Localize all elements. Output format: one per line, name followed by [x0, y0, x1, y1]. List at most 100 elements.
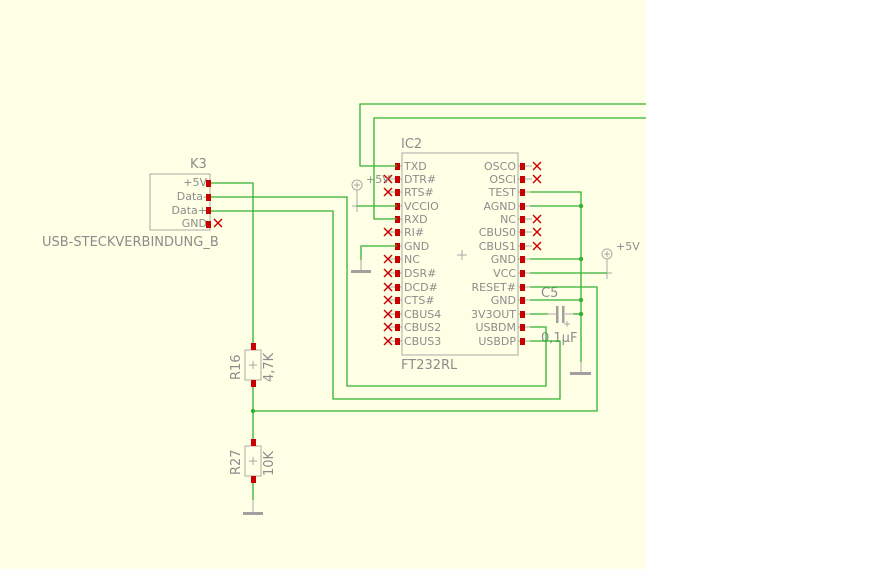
c5-value: 0,1µF — [541, 331, 577, 346]
r27-value: 10K — [262, 450, 277, 476]
pin-cbus3: CBUS3 — [388, 335, 441, 348]
svg-text:DSR#: DSR# — [404, 267, 436, 280]
nc-marker — [383, 174, 393, 184]
svg-text:RTS#: RTS# — [404, 186, 434, 199]
k3-pin-gnd: GND — [182, 217, 207, 230]
pin-cbus0: CBUS0 — [479, 226, 532, 239]
pin-osco: OSCO — [484, 160, 532, 173]
wires — [211, 103, 646, 500]
svg-text:GND: GND — [491, 294, 516, 307]
pin-dsr: DSR# — [388, 267, 436, 280]
ic2-left-pins: TXD DTR# RTS# VCCIO RXD RI# GND NC DSR# … — [388, 160, 441, 348]
pin-vcc: VCC — [493, 267, 532, 280]
svg-text:AGND: AGND — [483, 200, 516, 213]
k3-name: K3 — [190, 157, 207, 172]
nc-marker — [532, 227, 542, 237]
canvas-background — [0, 0, 646, 569]
nc-marker — [213, 218, 223, 228]
svg-text:VCC: VCC — [493, 267, 516, 280]
r27-resistor[interactable]: R27 10K — [229, 439, 277, 483]
nc-marker — [532, 241, 542, 251]
ground-symbol-ic-right — [570, 362, 591, 375]
svg-text:RI#: RI# — [404, 226, 424, 239]
nc-marker — [383, 227, 393, 237]
ic2-symbol[interactable]: IC2 FT232RL — [401, 137, 519, 373]
pin-dcd: DCD# — [388, 281, 438, 294]
svg-text:VCCIO: VCCIO — [404, 200, 439, 213]
svg-text:CBUS0: CBUS0 — [479, 226, 516, 239]
svg-text:CBUS3: CBUS3 — [404, 335, 441, 348]
svg-text:GND: GND — [491, 253, 516, 266]
svg-text:NC: NC — [404, 253, 420, 266]
pin-agnd: AGND — [483, 200, 532, 213]
pin-cbus2: CBUS2 — [388, 321, 441, 334]
pin-reset: RESET# — [472, 281, 532, 294]
pin-osci: OSCI — [489, 173, 532, 186]
pin-usbdm: USBDM — [475, 321, 532, 334]
svg-text:RXD: RXD — [404, 213, 428, 226]
ground-symbol-ic-left — [351, 260, 371, 273]
svg-text:CBUS2: CBUS2 — [404, 321, 441, 334]
c5-capacitor[interactable]: C5 0,1µF — [541, 286, 577, 346]
nc-marker — [383, 336, 393, 346]
k3-pin-data-plus: Data+ — [172, 204, 207, 217]
pin-ri: RI# — [388, 226, 424, 239]
pin-nc-left: NC — [388, 253, 420, 266]
svg-text:OSCI: OSCI — [489, 173, 516, 186]
pin-cts: CTS# — [388, 294, 435, 307]
nc-marker — [383, 254, 393, 264]
svg-text:NC: NC — [500, 213, 516, 226]
svg-text:RESET#: RESET# — [472, 281, 516, 294]
nc-marker — [383, 282, 393, 292]
svg-text:DCD#: DCD# — [404, 281, 438, 294]
no-connect-markers — [213, 161, 542, 346]
pin-gnd-right-2: GND — [491, 294, 532, 307]
nc-marker — [532, 214, 542, 224]
r27-name: R27 — [229, 449, 244, 475]
supply-5v-right: +5V — [601, 240, 640, 279]
svg-text:CTS#: CTS# — [404, 294, 435, 307]
supply-label-left: +5V — [366, 173, 390, 186]
svg-text:GND: GND — [404, 240, 429, 253]
svg-text:3V3OUT: 3V3OUT — [471, 308, 516, 321]
k3-pin-data-minus: Data- — [177, 190, 207, 203]
k3-usb-connector[interactable]: K3 USB-STECKVERBINDUNG_B +5V Data- Data+… — [42, 157, 219, 250]
svg-text:CBUS1: CBUS1 — [479, 240, 516, 253]
blank-area — [646, 0, 880, 569]
svg-text:TEST: TEST — [488, 186, 517, 199]
nc-marker — [532, 161, 542, 171]
pin-test: TEST — [488, 186, 532, 199]
nc-marker — [383, 268, 393, 278]
svg-text:OSCO: OSCO — [484, 160, 516, 173]
ic2-name: IC2 — [401, 137, 422, 152]
nc-marker — [383, 187, 393, 197]
svg-text:CBUS4: CBUS4 — [404, 308, 441, 321]
svg-text:DTR#: DTR# — [404, 173, 436, 186]
pin-nc-right: NC — [500, 213, 532, 226]
nc-marker — [383, 322, 393, 332]
nc-marker — [532, 174, 542, 184]
r16-name: R16 — [229, 354, 244, 380]
r16-value: 4,7K — [262, 352, 277, 382]
k3-value: USB-STECKVERBINDUNG_B — [42, 235, 219, 250]
c5-name: C5 — [541, 286, 558, 301]
svg-text:TXD: TXD — [403, 160, 427, 173]
pin-usbdp: USBDP — [478, 335, 532, 348]
svg-text:USBDM: USBDM — [475, 321, 516, 334]
pin-gnd-right-1: GND — [491, 253, 532, 266]
nc-marker — [383, 295, 393, 305]
nc-marker — [383, 309, 393, 319]
svg-text:USBDP: USBDP — [478, 335, 516, 348]
k3-pin-5v: +5V — [183, 176, 207, 189]
pin-rts: RTS# — [388, 186, 434, 199]
pin-cbus4: CBUS4 — [388, 308, 441, 321]
r16-resistor[interactable]: R16 4,7K — [229, 343, 277, 387]
ic2-right-pins: OSCO OSCI TEST AGND NC CBUS0 CBUS1 GND V… — [471, 160, 532, 348]
supply-label-right: +5V — [616, 240, 640, 253]
ic2-value: FT232RL — [401, 358, 458, 373]
pin-cbus1: CBUS1 — [479, 240, 532, 253]
pin-3v3out: 3V3OUT — [471, 308, 532, 321]
pin-dtr: DTR# — [388, 173, 436, 186]
ground-symbol-r27 — [243, 500, 263, 515]
